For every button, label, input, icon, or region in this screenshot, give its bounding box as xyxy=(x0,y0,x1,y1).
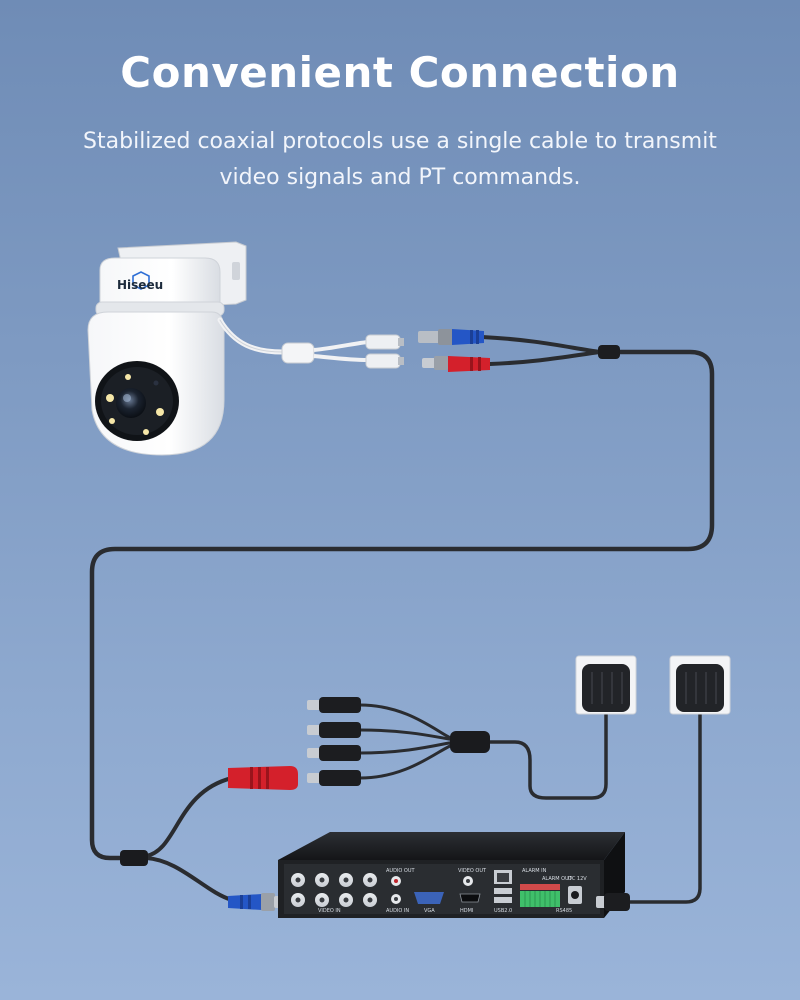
main-cable xyxy=(89,335,715,904)
cable-splitter-bottom xyxy=(120,850,148,866)
label-usb: USB2.0 xyxy=(494,908,512,914)
brand-logo: Hiseeu xyxy=(117,271,163,292)
bnc-connector-icon xyxy=(228,893,286,911)
dc-female-connector xyxy=(228,766,298,790)
dc-connector-icon xyxy=(422,356,490,372)
power-splitter xyxy=(307,697,490,786)
power-adapter-icon xyxy=(669,655,731,715)
dc-connector-icon xyxy=(596,893,630,911)
brand-text: Hiseeu xyxy=(117,278,163,292)
bnc-connector-icon xyxy=(418,329,484,345)
label-alarm-out: ALARM OUT xyxy=(542,876,573,882)
label-video-in: VIDEO IN xyxy=(318,908,341,914)
label-video-out: VIDEO OUT xyxy=(458,868,487,874)
page-subtitle: Stabilized coaxial protocols use a singl… xyxy=(83,129,717,190)
label-hdmi: HDMI xyxy=(460,908,473,914)
label-alarm-in: ALARM IN xyxy=(522,868,547,874)
video-in-ports xyxy=(291,873,377,907)
ptz-camera: Hiseeu xyxy=(87,241,404,456)
cable-splitter-top xyxy=(598,345,620,359)
label-audio-out: AUDIO OUT xyxy=(386,868,416,874)
page-title: Convenient Connection xyxy=(120,48,680,97)
label-vga: VGA xyxy=(424,908,435,914)
dvr-icon: VIDEO IN AUDIO OUT AUDIO IN VGA VIDEO OU… xyxy=(278,832,625,918)
label-rs485: RS485 xyxy=(556,908,572,914)
label-audio-in: AUDIO IN xyxy=(386,908,409,914)
lens-icon xyxy=(116,388,146,418)
power-adapter-icon xyxy=(575,655,637,715)
label-dc: DC 12V xyxy=(568,876,587,882)
